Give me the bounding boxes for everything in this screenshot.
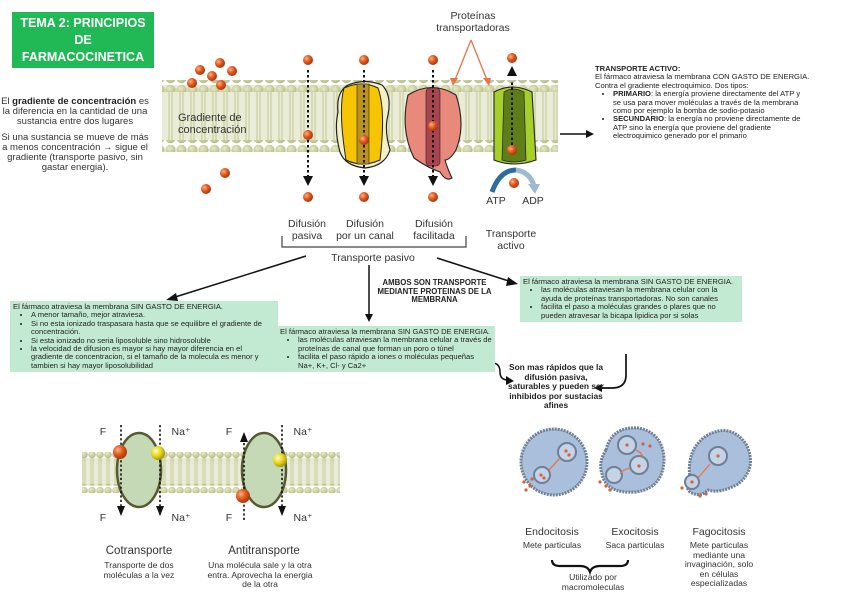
- list-item: PRIMARIO: la energía proviene directamen…: [613, 90, 810, 115]
- channel-diffusion-label: Difusión por un canal: [332, 218, 398, 242]
- label-line: por un canal: [336, 230, 394, 242]
- proteins-label-line: transportadoras: [436, 22, 510, 34]
- phagocytosis-title: Fagocitosis: [692, 526, 746, 538]
- proteins-label-line: Proteínas: [450, 10, 496, 22]
- list-item: Si esta ionizado no seria liposoluble si…: [31, 336, 275, 345]
- gradient-label-line: concentración: [178, 124, 247, 136]
- phagocytosis-cell-icon: [680, 429, 752, 498]
- antitransport-na-top: Na⁺: [293, 426, 313, 438]
- phagocytosis-desc: Mete particulas mediante una invaginació…: [684, 540, 754, 588]
- adp-label: ADP: [522, 195, 544, 207]
- facilitated-diffusion-label: Difusión facilitada: [404, 218, 464, 242]
- active-transport-note: TRANSPORTE ACTIVO: El fármaco atraviesa …: [595, 64, 810, 141]
- list-item: SECUNDARIO: la energía no proviene direc…: [613, 115, 810, 140]
- antitransporter-icon: [236, 425, 288, 520]
- membrane-proteins-note: AMBOS SON TRANSPORTE MEDIANTE PROTEINAS …: [377, 278, 492, 304]
- antitransport-f-top: F: [225, 426, 233, 438]
- cotransport-na-top: Na⁺: [171, 426, 191, 438]
- passive-diffusion-note: El fármaco atraviesa la membrana SIN GAS…: [10, 301, 278, 373]
- carrier-protein-icon: [404, 55, 462, 202]
- passive-bracket: [281, 236, 467, 248]
- channel-protein-icon: [335, 55, 391, 202]
- antitransport-title: Antitransporte: [228, 545, 300, 557]
- label-line: activo: [497, 240, 525, 252]
- macro-brace: [550, 559, 630, 576]
- facilitated-diffusion-note: El fármaco atraviesa la membrana SIN GAS…: [520, 276, 742, 323]
- list-item: facilita el paso rápido a iones o molécu…: [298, 353, 492, 370]
- text-fragment: es la diferencia en la cantidad de una s…: [2, 96, 149, 127]
- list-item: las moléculas atraviesan la membrana cel…: [541, 286, 739, 303]
- label-line: Difusión: [346, 218, 384, 230]
- note-intro: El fármaco atraviesa la membrana SIN GAS…: [280, 327, 491, 336]
- gradient-definition: El gradiente de concentración es la dife…: [0, 97, 150, 127]
- atp-label: ATP: [486, 195, 506, 207]
- note-list: las moléculas atraviesan la membrana cel…: [523, 286, 739, 320]
- label-line: pasiva: [291, 230, 323, 242]
- gradient-passive-note: Si una sustancia se mueve de más a menos…: [1, 132, 149, 173]
- list-item: la velocidad de difusion es mayor si hay…: [31, 344, 275, 370]
- item-term: PRIMARIO: [613, 89, 651, 99]
- gradient-explanation: El gradiente de concentración es la dife…: [0, 97, 150, 179]
- exocytosis-cell-icon: [598, 426, 666, 494]
- protein-label-arrows: [450, 39, 491, 86]
- active-transport-intro: El fármaco atraviesa la membrana CON GAS…: [595, 72, 810, 90]
- page-title: TEMA 2: PRINCIPIOS DE FARMACOCINETICA: [12, 12, 154, 68]
- active-transport-heading: TRANSPORTE ACTIVO:: [595, 64, 681, 73]
- macromolecules-note: Utilizado por macromoleculas: [561, 572, 625, 592]
- faster-than-diffusion-note: Son mas rápidos que la difusión pasiva, …: [508, 362, 604, 410]
- exocytosis-title: Exocitosis: [611, 526, 659, 538]
- rapidos-arrows: [491, 354, 627, 392]
- cotransport-f-top: F: [99, 426, 107, 438]
- cotransporter-icon: [113, 425, 165, 516]
- label-line: Difusión: [288, 218, 326, 230]
- cotransport-f-bottom: F: [99, 512, 107, 524]
- text-fragment: El: [1, 96, 13, 107]
- passive-branch-arrows: [166, 255, 518, 322]
- title-line-1: TEMA 2: PRINCIPIOS: [20, 15, 146, 30]
- gradient-term: gradiente de concentración: [12, 96, 137, 107]
- simple-diffusion-icon: [303, 55, 313, 202]
- title-line-2: DE FARMACOCINETICA: [21, 32, 145, 64]
- label-line: facilitada: [413, 230, 455, 242]
- endocytosis-title: Endocitosis: [525, 526, 579, 538]
- list-item: las moléculas atraviesan la membrana cel…: [298, 336, 492, 353]
- label-line: Transporte: [485, 228, 537, 240]
- active-transport-label: Transporte activo: [478, 228, 544, 252]
- antitransport-na-bottom: Na⁺: [293, 512, 313, 524]
- list-item: Si no esta ionizado traspasara hasta que…: [31, 319, 275, 337]
- cotransport-title: Cotransporte: [105, 545, 173, 557]
- active-transport-list: PRIMARIO: la energía proviene directamen…: [595, 90, 810, 140]
- note-list: las moléculas atraviesan la membrana cel…: [280, 336, 492, 370]
- item-term: SECUNDARIO: [613, 114, 665, 124]
- cotransport-na-bottom: Na⁺: [171, 512, 191, 524]
- gradient-label-line: Gradiente de: [178, 112, 242, 124]
- note-intro: El fármaco atraviesa la membrana SIN GAS…: [13, 302, 224, 311]
- endocytosis-cell-icon: [519, 427, 589, 497]
- cotransport-desc: Transporte de dos moléculas a la vez: [103, 560, 175, 580]
- antitransport-f-bottom: F: [225, 512, 233, 524]
- passive-transport-label: Transporte pasivo: [331, 252, 415, 264]
- antitransport-desc: Una molécula sale y la otra entra. Aprov…: [207, 560, 313, 589]
- gradient-molecules: [187, 58, 237, 194]
- item-text: : la energía no proviene directamente de…: [613, 114, 801, 141]
- channel-diffusion-note: El fármaco atraviesa la membrana SIN GAS…: [277, 326, 495, 373]
- proteins-label: Proteínas transportadoras: [420, 10, 526, 34]
- list-item: A menor tamaño, mejor atraviesa.: [31, 310, 275, 319]
- pump-protein-icon: [489, 53, 540, 194]
- note-list: A menor tamaño, mejor atraviesa. Si no e…: [13, 310, 275, 370]
- simple-diffusion-label: Difusión pasiva: [282, 218, 332, 242]
- item-text: : la energía proviene directamente del A…: [613, 89, 801, 116]
- note-intro: El fármaco atraviesa la membrana SIN GAS…: [523, 277, 734, 286]
- list-item: facilita el paso a moléculas grandes o p…: [541, 303, 739, 320]
- gradient-label: Gradiente de concentración: [178, 112, 258, 136]
- exocytosis-desc: Saca particulas: [605, 540, 665, 550]
- label-line: Difusión: [415, 218, 453, 230]
- endocytosis-desc: Mete particulas: [522, 540, 582, 550]
